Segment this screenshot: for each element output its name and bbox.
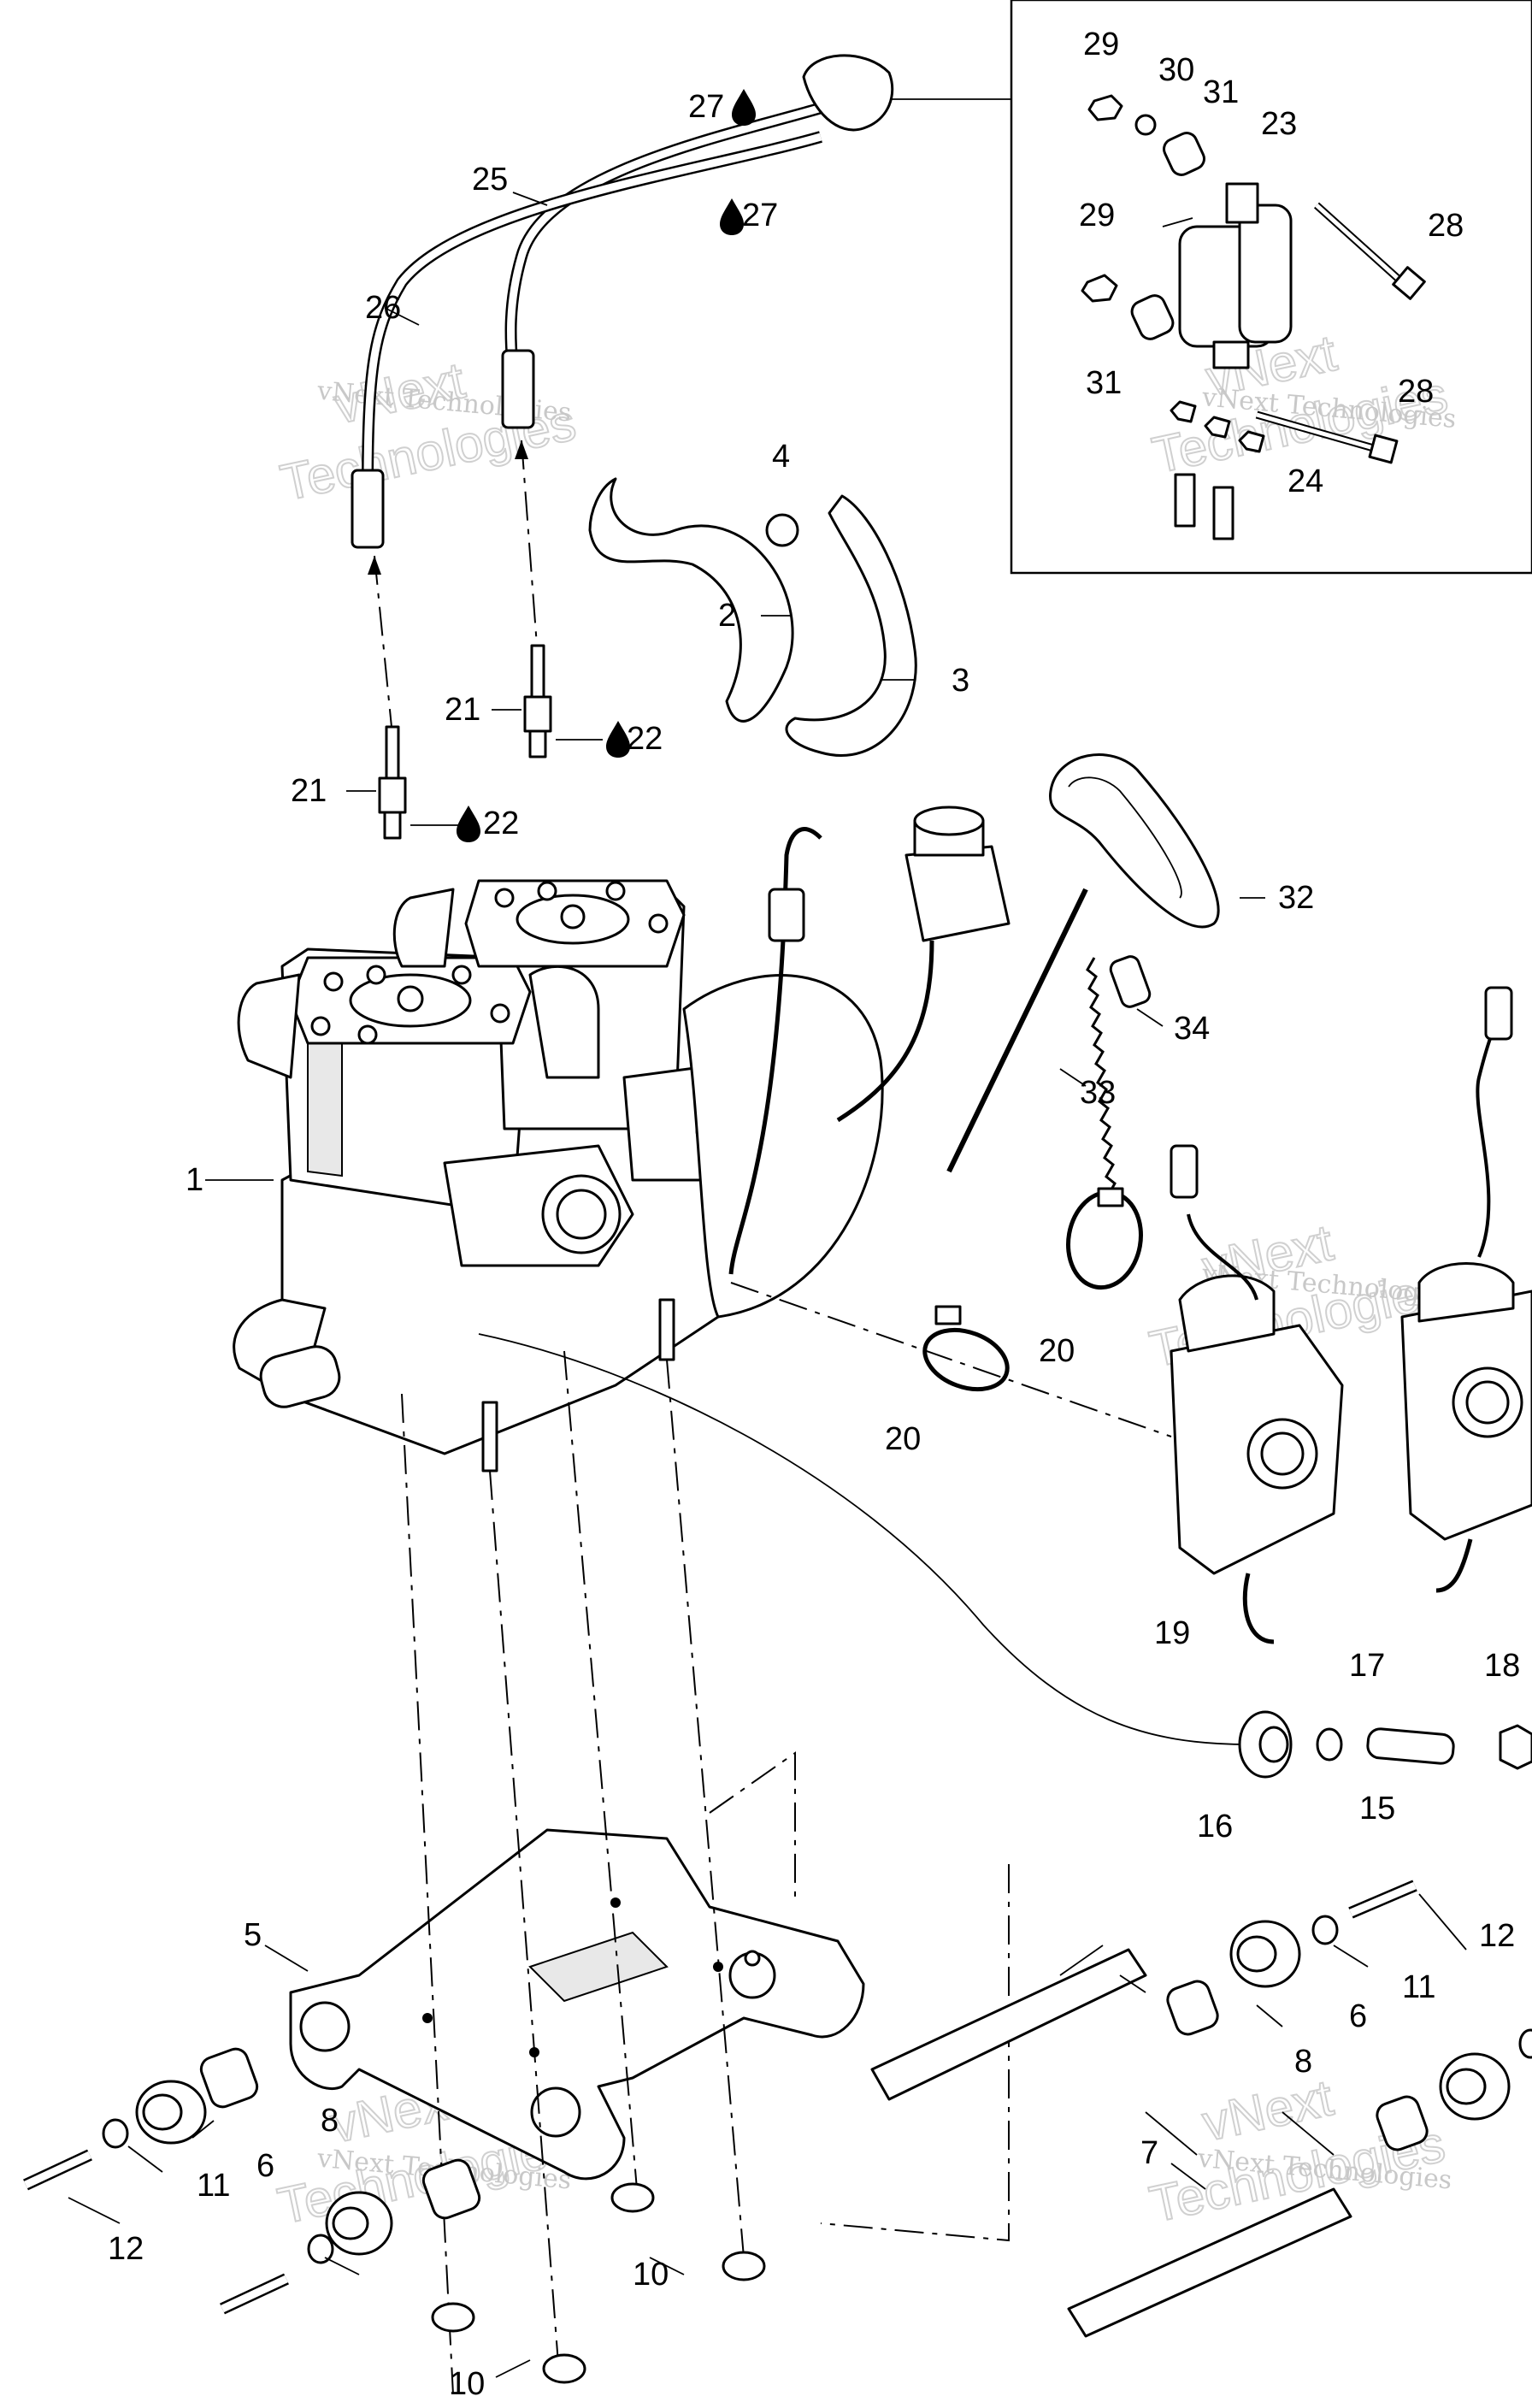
callout-6: 6 bbox=[256, 2148, 274, 2184]
oil-drop-icon-group bbox=[457, 89, 756, 842]
watermark-vnext: vNext bbox=[1198, 2069, 1338, 2151]
callout-5: 5 bbox=[244, 1917, 262, 1953]
callout-16: 16 bbox=[1197, 1809, 1233, 1844]
engine-mount-5 bbox=[289, 1828, 865, 2181]
oil-drop-icon bbox=[720, 198, 744, 235]
nut-29-mid bbox=[1081, 274, 1118, 303]
callout-15: 15 bbox=[1359, 1791, 1395, 1827]
callout-2: 2 bbox=[718, 598, 736, 634]
rubber-mount-16 bbox=[1238, 1710, 1293, 1779]
rubber-mount-6-left bbox=[135, 2080, 207, 2145]
callout-27: 27 bbox=[688, 89, 724, 125]
bolt-28-bottom bbox=[1255, 410, 1399, 464]
callout-18: 18 bbox=[1484, 1648, 1520, 1684]
spark-plug-cap-26 bbox=[351, 469, 385, 549]
callout-6: 6 bbox=[1349, 1998, 1367, 2034]
spark-plug-cap-25 bbox=[501, 349, 535, 429]
clamp-20-left bbox=[922, 1305, 1010, 1392]
callout-leaders bbox=[68, 192, 1467, 2378]
callout-20: 20 bbox=[1039, 1333, 1075, 1369]
regulator bbox=[836, 806, 1011, 1123]
leader-arrows bbox=[368, 440, 538, 728]
callout-12: 12 bbox=[108, 2231, 144, 2267]
oil-drop-icon bbox=[606, 721, 630, 758]
terminal-24 bbox=[1170, 400, 1265, 540]
spark-plug-21-right bbox=[523, 644, 552, 758]
high-tension-wires bbox=[351, 54, 894, 549]
callout-29: 29 bbox=[1079, 198, 1115, 233]
stud-leaders bbox=[401, 1282, 1249, 2395]
callout-22: 22 bbox=[483, 806, 519, 841]
callout-3: 3 bbox=[952, 663, 969, 699]
callout-34: 34 bbox=[1174, 1011, 1210, 1047]
callout-23: 23 bbox=[1261, 106, 1297, 142]
callout-28: 28 bbox=[1428, 208, 1464, 244]
lock-washer-30 bbox=[1134, 114, 1157, 136]
clamp-20-right bbox=[1066, 1187, 1143, 1290]
washer-11 bbox=[102, 1915, 1532, 2264]
callout-28: 28 bbox=[1398, 374, 1434, 410]
inset-frame bbox=[1010, 0, 1532, 575]
nut-29-top bbox=[1087, 94, 1123, 121]
callout-7: 7 bbox=[1140, 2135, 1158, 2171]
spacer-31-top bbox=[1163, 132, 1205, 176]
oil-drop-icon bbox=[732, 89, 756, 126]
callout-10: 10 bbox=[633, 2257, 669, 2293]
callout-20: 20 bbox=[885, 1421, 921, 1457]
ignition-coil bbox=[1178, 182, 1293, 369]
spark-plug-21-left bbox=[378, 725, 407, 840]
washer-17 bbox=[1316, 1727, 1343, 1762]
spacer-15 bbox=[1366, 1727, 1455, 1765]
engine-assembly bbox=[233, 806, 1011, 1473]
spacer-31-mid bbox=[1130, 294, 1175, 340]
callout-8: 8 bbox=[321, 2103, 339, 2139]
oil-drop-icon bbox=[457, 806, 480, 842]
rubber-mount-6-right bbox=[1229, 1920, 1511, 2121]
callout-22: 22 bbox=[627, 721, 663, 757]
shaft-7 bbox=[870, 1948, 1352, 2338]
callout-1: 1 bbox=[186, 1162, 203, 1198]
callout-19: 19 bbox=[1154, 1615, 1190, 1651]
callout-8: 8 bbox=[1294, 2044, 1312, 2080]
callout-21: 21 bbox=[291, 773, 327, 809]
callout-24: 24 bbox=[1287, 463, 1323, 499]
nut-18 bbox=[1499, 1724, 1532, 1770]
starter-rope-33 bbox=[946, 888, 1117, 1196]
sleeve-34 bbox=[1109, 955, 1152, 1008]
callout-32: 32 bbox=[1278, 880, 1314, 916]
bolt-12 bbox=[23, 1880, 1417, 2315]
rubber-mount-6-mid bbox=[325, 2191, 393, 2256]
rope-handle-32 bbox=[1049, 753, 1220, 929]
callout-21: 21 bbox=[445, 692, 480, 728]
nut-10 bbox=[431, 2182, 766, 2384]
ignition-coil-inset bbox=[889, 0, 1532, 575]
carburetor-19-right bbox=[1400, 986, 1532, 1593]
bolt-28-top bbox=[1313, 202, 1426, 300]
callout-27: 27 bbox=[742, 198, 778, 233]
head-bolts bbox=[310, 881, 669, 1045]
hose-2 bbox=[588, 477, 794, 723]
callout-25: 25 bbox=[472, 162, 508, 198]
callout-33: 33 bbox=[1080, 1075, 1116, 1111]
coil-connector bbox=[802, 54, 894, 132]
tie-4 bbox=[765, 513, 799, 547]
callout-10: 10 bbox=[449, 2366, 485, 2402]
callout-labels: 1 2 3 4 5 6 6 7 8 8 10 10 11 11 12 12 15… bbox=[108, 27, 1520, 2402]
callout-26: 26 bbox=[365, 290, 401, 326]
callout-31: 31 bbox=[1203, 74, 1239, 110]
carburetor-19-left bbox=[1170, 1144, 1344, 1644]
callout-31: 31 bbox=[1086, 365, 1122, 401]
spacer-8 bbox=[199, 1980, 1429, 2220]
callout-17: 17 bbox=[1349, 1648, 1385, 1684]
callout-29: 29 bbox=[1083, 27, 1119, 62]
callout-11: 11 bbox=[197, 2168, 230, 2204]
hose-3 bbox=[785, 494, 917, 757]
callout-11: 11 bbox=[1402, 1969, 1435, 2005]
callout-12: 12 bbox=[1479, 1918, 1515, 1954]
callout-4: 4 bbox=[772, 439, 790, 475]
callout-30: 30 bbox=[1158, 52, 1194, 88]
